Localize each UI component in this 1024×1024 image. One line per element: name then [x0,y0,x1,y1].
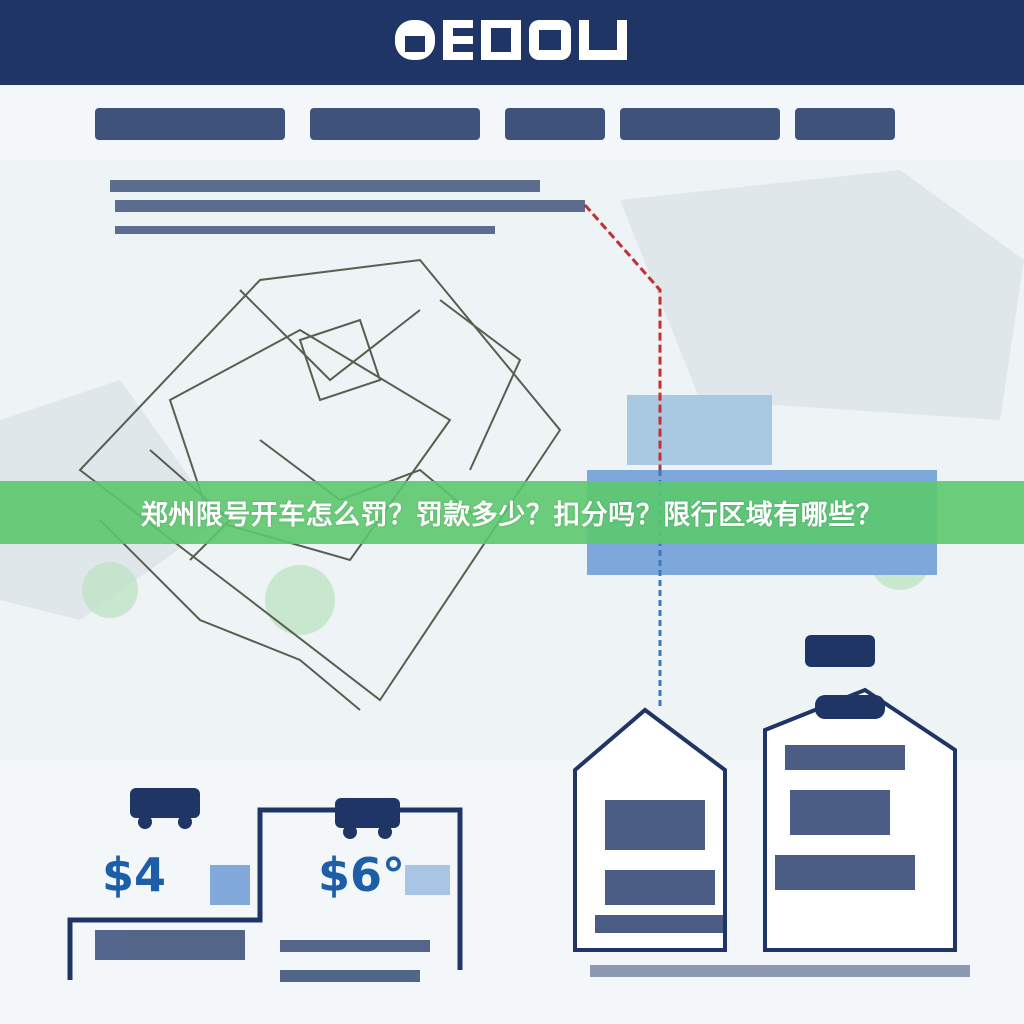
fine-panel-left [67,788,463,982]
header-bar [0,0,1024,85]
car-icon [815,695,885,719]
subtitle-graphic [95,108,895,140]
fine-amount-1: $4 [102,848,167,902]
car-icon [130,788,200,829]
route-line-red [583,204,662,470]
header-logo [395,20,627,60]
banner-title: 郑州限号开车怎么罚？罚款多少？扣分吗？限行区域有哪些？ [140,500,884,531]
info-cards-right [573,635,970,977]
fine-amount-2: $6° [318,848,406,902]
highlight-zone [627,395,772,465]
title-banner: 郑州限号开车怎么罚？罚款多少？扣分吗？限行区域有哪些？ [0,481,1024,544]
city-map [0,160,1024,760]
car-icon [805,635,875,667]
car-icon [335,798,400,839]
